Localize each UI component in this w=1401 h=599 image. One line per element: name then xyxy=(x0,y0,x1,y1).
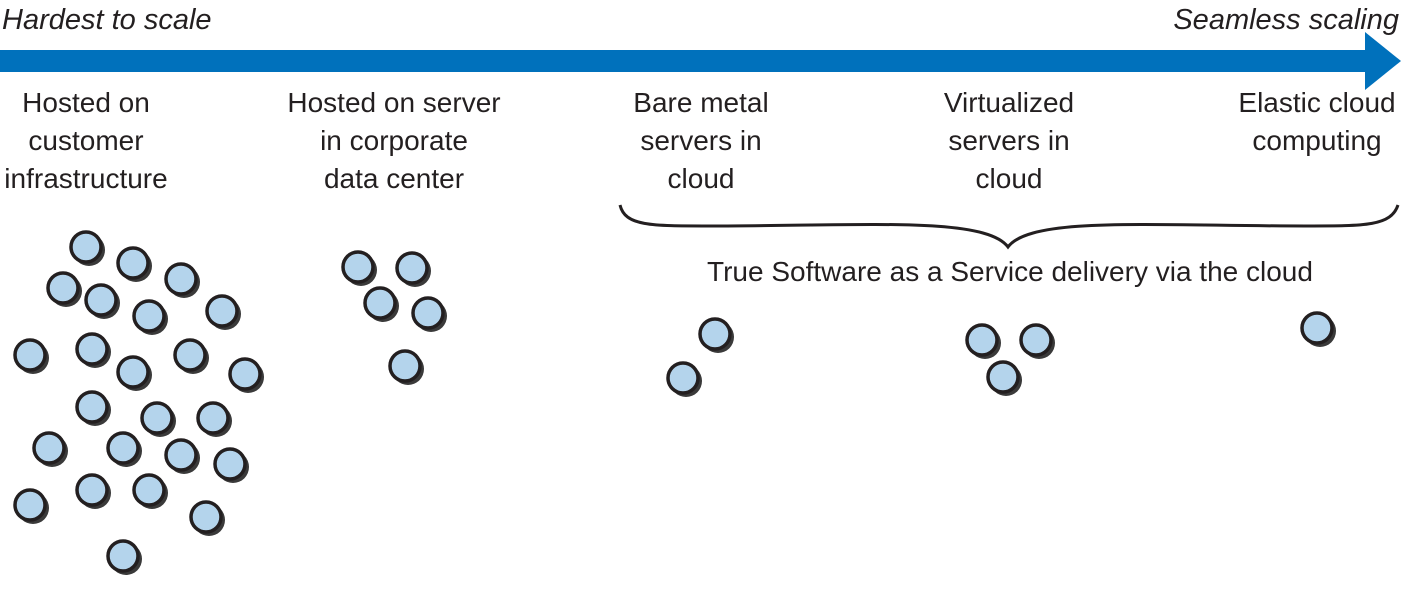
stage-label-line: infrastructure xyxy=(4,163,167,194)
server-icon xyxy=(46,271,80,305)
stage-label-line: servers in xyxy=(948,125,1069,156)
server-icon xyxy=(106,539,140,573)
stage-label-customer-infrastructure: Hosted on customer infrastructure xyxy=(4,87,167,194)
stage-label-line: computing xyxy=(1252,125,1381,156)
server-icon xyxy=(395,251,429,285)
server-icon xyxy=(196,401,230,435)
server-icon xyxy=(205,294,239,328)
server-icon xyxy=(116,355,150,389)
stage-label-elastic-cloud: Elastic cloud computing xyxy=(1238,87,1395,156)
server-icon xyxy=(986,360,1020,394)
hardest-to-scale-label: Hardest to scale xyxy=(2,4,212,36)
server-icon xyxy=(84,283,118,317)
server-group-bare-metal-cloud xyxy=(666,317,734,397)
stage-label-line: Virtualized xyxy=(944,87,1074,118)
stage-label-line: data center xyxy=(324,163,464,194)
server-icon xyxy=(1300,311,1334,345)
server-icon xyxy=(106,431,140,465)
server-icon xyxy=(1019,323,1053,357)
stage-label-line: Bare metal xyxy=(633,87,768,118)
stage-label-line: in corporate xyxy=(320,125,468,156)
server-icon xyxy=(140,401,174,435)
server-icon xyxy=(341,250,375,284)
server-icon xyxy=(75,332,109,366)
scale-arrow-shaft xyxy=(0,50,1370,72)
server-group-corporate-data-center xyxy=(341,250,447,385)
server-icon xyxy=(164,262,198,296)
server-icon xyxy=(965,323,999,357)
server-icon xyxy=(363,286,397,320)
server-group-virtualized-cloud xyxy=(965,323,1055,396)
server-icon xyxy=(32,431,66,465)
server-groups xyxy=(13,230,1336,575)
stage-label-line: cloud xyxy=(668,163,735,194)
server-icon xyxy=(228,357,262,391)
stage-label-line: Hosted on xyxy=(22,87,150,118)
stage-label-corporate-data-center: Hosted on server in corporate data center xyxy=(287,87,500,194)
server-icon xyxy=(698,317,732,351)
stage-label-virtualized-cloud: Virtualized servers in cloud xyxy=(944,87,1074,194)
scale-arrow xyxy=(0,32,1401,90)
stage-label-line: servers in xyxy=(640,125,761,156)
server-icon xyxy=(132,473,166,507)
server-icon xyxy=(189,500,223,534)
stage-label-bare-metal-cloud: Bare metal servers in cloud xyxy=(633,87,768,194)
server-icon xyxy=(666,361,700,395)
scale-arrow-head xyxy=(1365,32,1401,90)
server-icon xyxy=(116,246,150,280)
stage-label-line: Elastic cloud xyxy=(1238,87,1395,118)
server-icon xyxy=(13,338,47,372)
server-icon xyxy=(164,438,198,472)
seamless-scaling-label: Seamless scaling xyxy=(1173,4,1399,36)
server-icon xyxy=(69,230,103,264)
server-icon xyxy=(75,390,109,424)
cloud-brace-group: True Software as a Service delivery via … xyxy=(618,204,1400,287)
server-icon xyxy=(213,447,247,481)
saas-delivery-label: True Software as a Service delivery via … xyxy=(707,256,1313,287)
server-icon xyxy=(13,488,47,522)
server-icon xyxy=(75,473,109,507)
stage-label-line: Hosted on server xyxy=(287,87,500,118)
server-group-elastic-cloud xyxy=(1300,311,1336,347)
server-icon xyxy=(173,338,207,372)
stage-label-line: cloud xyxy=(976,163,1043,194)
server-icon xyxy=(132,299,166,333)
curly-brace xyxy=(618,204,1400,250)
stage-label-line: customer xyxy=(28,125,143,156)
server-icon xyxy=(411,296,445,330)
server-icon xyxy=(388,349,422,383)
server-group-customer-infrastructure xyxy=(13,230,264,575)
